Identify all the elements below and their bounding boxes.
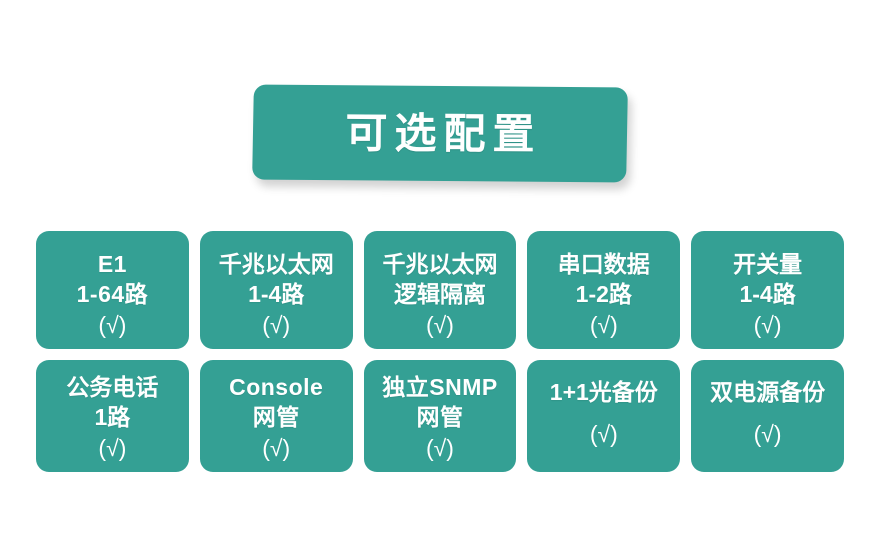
option-tile-label: 网管 <box>416 403 464 430</box>
checkmark-icon: (√) <box>753 420 782 447</box>
option-tile-label: 1-4路 <box>248 280 305 307</box>
checkmark-icon: (√) <box>262 312 291 339</box>
option-tile-label: 网管 <box>252 403 300 430</box>
option-tile-label: 双电源备份 <box>710 379 826 406</box>
banner-title: 可选配置 <box>345 108 542 158</box>
checkmark-icon: (√) <box>589 312 618 339</box>
checkmark-icon: (√) <box>426 435 454 462</box>
checkmark-icon: (√) <box>589 420 618 447</box>
option-tile-label: 千兆以太网 <box>382 251 498 278</box>
option-tile-label: 1+1光备份 <box>549 379 658 406</box>
option-tile-label: 公务电话 <box>66 374 159 401</box>
option-tile[interactable]: 千兆以太网逻辑隔离 (√) <box>363 231 517 349</box>
option-tile-label: E1 <box>97 251 127 278</box>
checkmark-icon: (√) <box>753 312 782 339</box>
checkmark-icon: (√) <box>426 312 454 339</box>
option-tile-label: 1-2路 <box>575 280 632 307</box>
option-tile-label: 1-64路 <box>76 280 149 307</box>
checkmark-icon: (√) <box>98 435 127 462</box>
option-tile[interactable]: 双电源备份 (√) <box>691 360 844 472</box>
section-banner: 可选配置 <box>252 84 628 183</box>
option-tile[interactable]: 1+1光备份 (√) <box>527 360 681 472</box>
option-tile-label: 开关量 <box>733 251 803 278</box>
checkmark-icon: (√) <box>98 312 127 339</box>
option-tile-label: 串口数据 <box>557 251 650 278</box>
checkmark-icon: (√) <box>262 435 291 462</box>
option-tile-label: 千兆以太网 <box>218 251 334 278</box>
option-tile-label: 逻辑隔离 <box>393 280 486 307</box>
option-tile-label: 1路 <box>94 403 131 430</box>
option-tile-label: Console <box>229 374 324 401</box>
option-tile-label: 独立SNMP <box>382 374 498 401</box>
option-tile-label: 1-4路 <box>739 280 796 307</box>
